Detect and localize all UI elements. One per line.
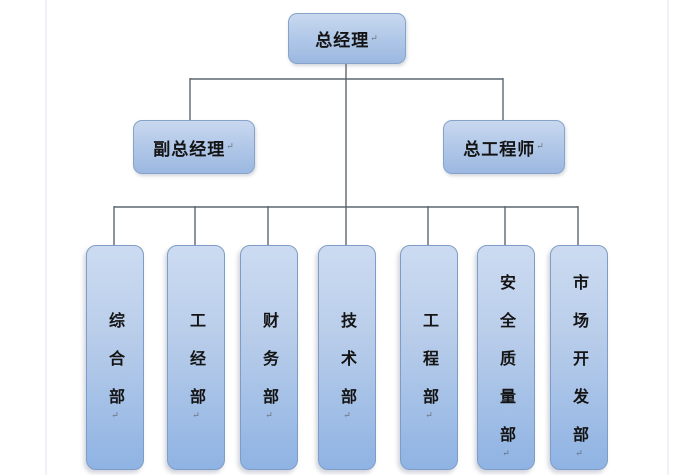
dept-box-1: 综合部↵ — [86, 245, 144, 470]
node-label: 市场开发部 — [570, 274, 589, 464]
paragraph-mark: ↵ — [342, 411, 352, 421]
dept-box-5: 工程部↵ — [400, 245, 458, 470]
paragraph-mark: ↵ — [264, 411, 274, 421]
node-label: 综合部 — [106, 312, 125, 426]
node-label: 总经理 — [315, 31, 370, 51]
dept-label: 技术部↵ — [338, 312, 357, 426]
paragraph-mark: ↵ — [191, 411, 201, 421]
node-label: 副总经理 — [153, 139, 226, 160]
node-label: 总工程师 — [463, 139, 536, 160]
paragraph-mark: ↵ — [424, 411, 434, 421]
paragraph-mark: ↵ — [226, 142, 235, 152]
org-node-general-manager: 总经理↵ — [288, 13, 406, 64]
dept-box-6: 安全质量部↵ — [477, 245, 535, 470]
org-node-chief-engineer: 总工程师↵ — [443, 120, 565, 174]
paragraph-mark: ↵ — [536, 142, 545, 152]
org-node-deputy-general-manager: 副总经理↵ — [133, 120, 255, 174]
paragraph-mark: ↵ — [370, 33, 379, 44]
node-label: 技术部 — [338, 312, 357, 426]
node-label: 工程部 — [420, 312, 439, 426]
dept-box-7: 市场开发部↵ — [550, 245, 608, 470]
paragraph-mark: ↵ — [574, 449, 584, 459]
dept-box-2: 工经部↵ — [167, 245, 225, 470]
node-label: 财务部 — [260, 312, 279, 426]
paragraph-mark: ↵ — [501, 449, 511, 459]
dept-label: 工程部↵ — [420, 312, 439, 426]
dept-box-4: 技术部↵ — [318, 245, 376, 470]
paragraph-mark: ↵ — [110, 411, 120, 421]
dept-box-3: 财务部↵ — [240, 245, 298, 470]
node-label: 安全质量部 — [497, 274, 516, 464]
dept-label: 综合部↵ — [106, 312, 125, 426]
page-edge-right — [667, 0, 669, 475]
dept-label: 市场开发部↵ — [570, 274, 589, 464]
dept-label: 工经部↵ — [187, 312, 206, 426]
dept-label: 安全质量部↵ — [497, 274, 516, 464]
node-label: 工经部 — [187, 312, 206, 426]
dept-label: 财务部↵ — [260, 312, 279, 426]
page-edge-left — [45, 0, 47, 475]
